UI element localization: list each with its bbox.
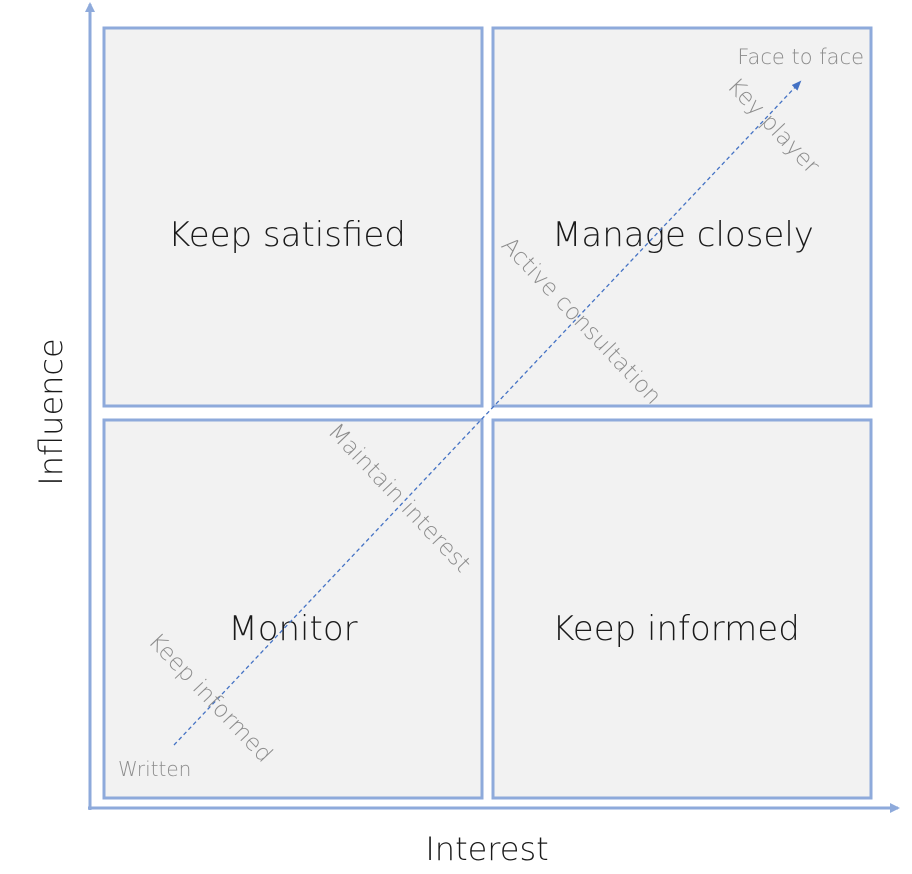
quadrant-label-monitor: Monitor bbox=[228, 609, 357, 649]
x-axis-label: Interest bbox=[425, 830, 548, 868]
quadrant-bottom-right-box bbox=[491, 418, 873, 800]
quadrant-top-right-box bbox=[491, 26, 873, 408]
quadrant-label-manage-closely: Manage closely bbox=[552, 215, 814, 255]
quadrant-bottom-left-box bbox=[102, 418, 484, 800]
quadrant-label-keep-informed: Keep informed bbox=[552, 609, 800, 649]
quadrant-label-keep-satisfied: Keep satisfied bbox=[168, 215, 406, 255]
line-start-label: Written bbox=[118, 757, 191, 781]
engagement-diagonal-arrow bbox=[173, 80, 802, 746]
line-end-label: Face to face bbox=[737, 45, 864, 69]
y-axis-label: Influence bbox=[32, 338, 70, 485]
quadrant-top-left-box bbox=[102, 26, 484, 408]
